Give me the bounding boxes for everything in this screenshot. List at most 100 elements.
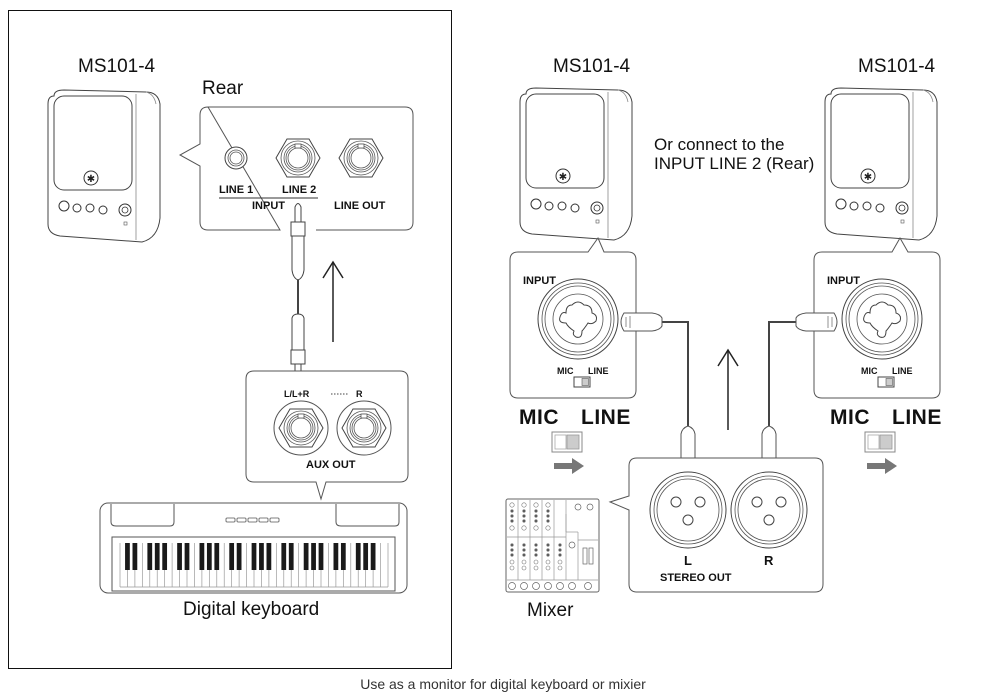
right-combo-jack-icon	[841, 278, 923, 360]
left-combo-jack-icon	[537, 278, 619, 360]
xlr-cable-left-icon	[620, 312, 696, 469]
black-key	[363, 543, 369, 570]
keyboard-label: Digital keyboard	[183, 599, 320, 620]
keyboard-icon	[99, 502, 408, 594]
black-key	[340, 543, 346, 570]
speaker-left-icon	[519, 87, 633, 241]
mixer-knob	[510, 553, 514, 557]
black-key	[147, 543, 153, 570]
aux-right-jack-icon	[336, 400, 392, 456]
black-key	[311, 543, 316, 570]
signal-flow-arrow-right-panel-icon	[717, 348, 739, 430]
mixer-knob	[522, 553, 526, 557]
mixer-knob	[510, 509, 514, 513]
speaker-title: MS101-4	[78, 56, 156, 77]
mixer-knob	[546, 519, 550, 523]
stereo-out-right-xlr-icon	[730, 471, 808, 549]
right-arrow-right-icon	[867, 458, 897, 474]
figure-caption: Use as a monitor for digital keyboard or…	[360, 676, 646, 692]
black-key	[206, 543, 212, 570]
phone-cable-icon	[290, 203, 306, 383]
mixer-knob	[546, 514, 550, 518]
mixer-fader	[582, 547, 588, 565]
mixer-knob	[533, 502, 539, 508]
mixer-knob	[557, 565, 563, 571]
mixer-knob	[522, 509, 526, 513]
black-key	[318, 543, 324, 570]
mixer-knob	[558, 553, 562, 557]
mixer-jack	[584, 582, 592, 590]
stereo-out-label: STEREO OUT	[660, 572, 732, 584]
mixer-knob	[545, 525, 551, 531]
black-key	[281, 543, 287, 570]
speaker-right-icon	[824, 87, 938, 241]
mixer-knob	[522, 519, 526, 523]
left-switch-line-label: LINE	[588, 366, 609, 376]
black-key	[251, 543, 257, 570]
note-line-2: INPUT LINE 2 (Rear)	[654, 154, 815, 173]
mixer-knob	[546, 553, 550, 557]
right-big-mic-label: MIC	[830, 406, 870, 429]
rear-label: Rear	[202, 78, 244, 99]
right-switch-line-label: LINE	[892, 366, 913, 376]
mixer-knob	[522, 543, 526, 547]
right-input-label: INPUT	[827, 275, 860, 287]
mixer-knob	[533, 525, 539, 531]
mixer-knob	[557, 559, 563, 565]
left-big-switch-icon	[551, 431, 583, 453]
mixer-knob	[546, 548, 550, 552]
mixer-knob	[521, 559, 527, 565]
mixer-knob	[509, 525, 515, 531]
xlr-cable-right-icon	[761, 312, 838, 469]
black-key	[154, 543, 160, 570]
signal-flow-arrow-icon	[322, 260, 344, 342]
mixer-knob	[558, 543, 562, 547]
mixer-knob	[534, 553, 538, 557]
mixer-knob	[546, 543, 550, 547]
mixer-knob	[546, 509, 550, 513]
black-key	[125, 543, 130, 570]
mixer-knob	[545, 559, 551, 565]
mixer-icon	[505, 498, 600, 593]
speaker-left-title: MS101-4	[553, 56, 631, 77]
mixer-knob	[534, 509, 538, 513]
left-arrow-right-icon	[554, 458, 584, 474]
mixer-knob	[521, 525, 527, 531]
black-key	[355, 543, 361, 570]
left-mic-line-switch-icon	[573, 376, 591, 388]
stereo-left-label: L	[684, 553, 692, 568]
mixer-knob	[533, 559, 539, 565]
right-big-switch-icon	[864, 431, 896, 453]
mixer-knob	[510, 514, 514, 518]
left-big-line-label: LINE	[581, 406, 631, 429]
mixer-jack	[568, 582, 576, 590]
mixer-jack	[508, 582, 516, 590]
mixer-knob	[534, 543, 538, 547]
mixer-knob	[510, 543, 514, 547]
mixer-knob	[568, 541, 576, 549]
black-key	[370, 543, 376, 570]
speaker-right-title: MS101-4	[858, 56, 936, 77]
mixer-jack	[532, 582, 540, 590]
mixer-knob	[509, 565, 515, 571]
black-key	[303, 543, 309, 570]
black-key	[259, 543, 264, 570]
mixer-knob	[545, 565, 551, 571]
left-input-label: INPUT	[523, 275, 556, 287]
black-key	[288, 543, 294, 570]
mixer-knob	[534, 519, 538, 523]
mixer-knob	[509, 502, 515, 508]
black-key	[214, 543, 220, 570]
line2-label: LINE 2	[282, 184, 317, 196]
input-label: INPUT	[252, 200, 285, 212]
black-key	[199, 543, 205, 570]
speaker-icon	[47, 89, 161, 243]
mixer-fader	[588, 547, 594, 565]
left-switch-mic-label: MIC	[557, 366, 574, 376]
mixer-knob	[533, 565, 539, 571]
mixer-knob	[510, 548, 514, 552]
mixer-knob	[522, 514, 526, 518]
line1-label: LINE 1	[219, 184, 254, 196]
aux-out-label: AUX OUT	[306, 459, 356, 471]
stereo-right-label: R	[764, 553, 774, 568]
